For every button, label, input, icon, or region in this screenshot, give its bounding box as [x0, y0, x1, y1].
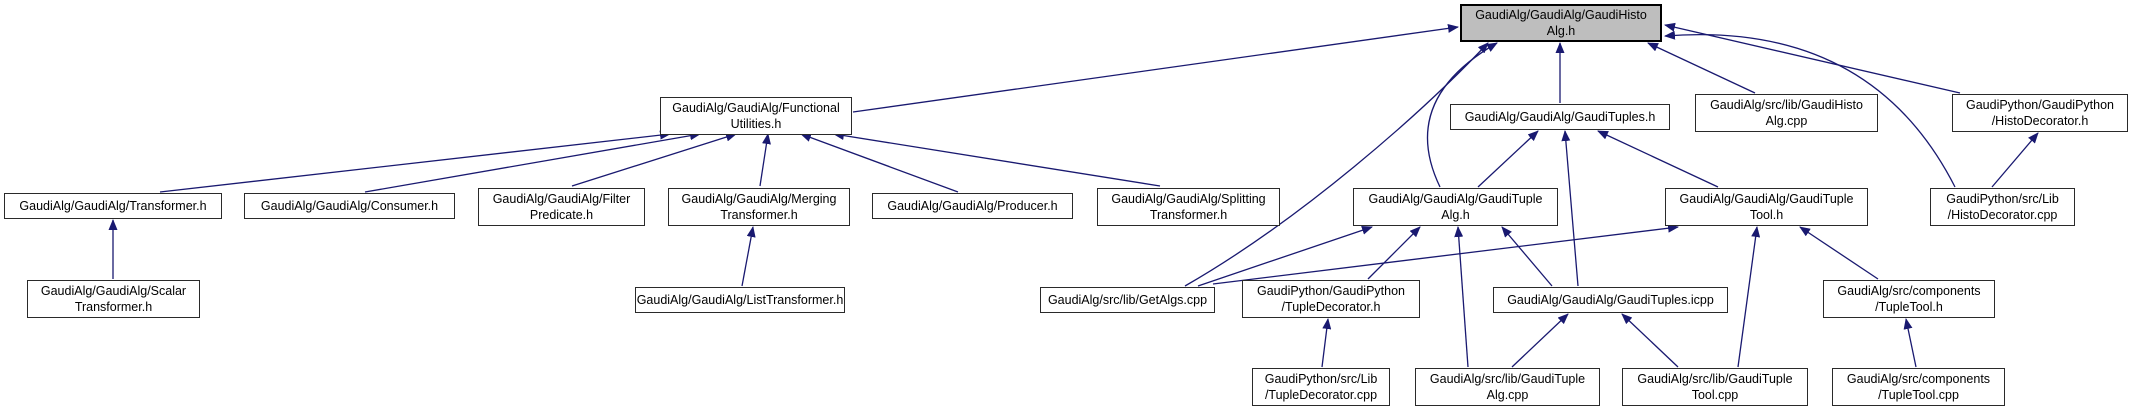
edge-gaudituplealg-h-to-gaudituples-h [1477, 130, 1539, 188]
node-gaudihistoalg-cpp[interactable]: GaudiAlg/src/lib/GaudiHisto Alg.cpp [1695, 94, 1878, 132]
edge-histodecorator-cpp-to-histodecorator-h [1991, 132, 2039, 188]
edge-splittingtransformer-h-to-functionalutilities-h [833, 131, 1161, 187]
edge-tupledecorator-h-to-gaudituplealg-h [1367, 226, 1421, 280]
edge-consumer-h-to-functionalutilities-h [364, 131, 701, 193]
edge-histodecorator-cpp-to-gaudihistoalg-h [1664, 30, 1956, 188]
edge-functionalutilities-h-to-gaudihistoalg-h [852, 23, 1459, 113]
node-tupletool-cpp[interactable]: GaudiAlg/src/components /TupleTool.cpp [1832, 368, 2005, 406]
node-histodecorator-h[interactable]: GaudiPython/GaudiPython /HistoDecorator.… [1952, 94, 2128, 132]
node-gaudihistoalg-h: GaudiAlg/GaudiAlg/GaudiHisto Alg.h [1460, 4, 1662, 42]
node-mergingtransformer-h[interactable]: GaudiAlg/GaudiAlg/Merging Transformer.h [668, 188, 850, 226]
node-gaudituples-icpp[interactable]: GaudiAlg/GaudiAlg/GaudiTuples.icpp [1493, 287, 1728, 313]
edge-transformer-h-to-functionalutilities-h [159, 130, 671, 193]
edge-gaudituple-tool-cpp-to-gaudituples-icpp [1621, 313, 1679, 368]
node-gaudituple-tool-cpp[interactable]: GaudiAlg/src/lib/GaudiTuple Tool.cpp [1622, 368, 1808, 406]
node-tupletool-h[interactable]: GaudiAlg/src/components /TupleTool.h [1823, 280, 1995, 318]
node-scalartransformer-h[interactable]: GaudiAlg/GaudiAlg/Scalar Transformer.h [27, 280, 200, 318]
edge-listtransformer-h-to-mergingtransformer-h [741, 226, 756, 287]
node-consumer-h[interactable]: GaudiAlg/GaudiAlg/Consumer.h [244, 193, 455, 219]
node-functionalutilities-h[interactable]: GaudiAlg/GaudiAlg/Functional Utilities.h [660, 97, 852, 135]
node-tupledecorator-cpp[interactable]: GaudiPython/src/Lib /TupleDecorator.cpp [1252, 368, 1390, 406]
edge-gaudituple-tool-h-to-gaudituples-h [1597, 130, 1719, 188]
node-gaudituplealg-h[interactable]: GaudiAlg/GaudiAlg/GaudiTuple Alg.h [1353, 188, 1558, 226]
node-gaudituplealg-cpp[interactable]: GaudiAlg/src/lib/GaudiTuple Alg.cpp [1415, 368, 1600, 406]
edge-getalgs-cpp-to-gaudihistoalg-h [1184, 42, 1489, 287]
edge-tupletool-h-to-gaudituple-tool-h [1799, 226, 1879, 280]
node-producer-h[interactable]: GaudiAlg/GaudiAlg/Producer.h [872, 193, 1073, 219]
node-transformer-h[interactable]: GaudiAlg/GaudiAlg/Transformer.h [4, 193, 222, 219]
node-gaudituples-h[interactable]: GaudiAlg/GaudiAlg/GaudiTuples.h [1450, 104, 1670, 130]
node-histodecorator-cpp[interactable]: GaudiPython/src/Lib /HistoDecorator.cpp [1930, 188, 2075, 226]
node-splittingtransformer-h[interactable]: GaudiAlg/GaudiAlg/Splitting Transformer.… [1097, 188, 1280, 226]
node-tupledecorator-h[interactable]: GaudiPython/GaudiPython /TupleDecorator.… [1242, 280, 1420, 318]
node-getalgs-cpp[interactable]: GaudiAlg/src/lib/GetAlgs.cpp [1040, 287, 1215, 313]
edge-mergingtransformer-h-to-functionalutilities-h [759, 133, 771, 187]
edge-gaudituplealg-cpp-to-gaudituples-icpp [1511, 313, 1569, 368]
edge-getalgs-cpp-to-gaudituplealg-h [1197, 225, 1373, 287]
edge-filterpredicate-h-to-functionalutilities-h [571, 132, 737, 187]
node-filterpredicate-h[interactable]: GaudiAlg/GaudiAlg/Filter Predicate.h [478, 188, 645, 226]
edge-gaudituples-icpp-to-gaudituplealg-h [1501, 226, 1553, 287]
edge-gaudituples-icpp-to-gaudituples-h [1561, 130, 1579, 287]
edge-producer-h-to-functionalutilities-h [800, 133, 959, 193]
node-listtransformer-h[interactable]: GaudiAlg/GaudiAlg/ListTransformer.h [635, 287, 845, 313]
edge-gaudituplealg-cpp-to-gaudituplealg-h [1454, 226, 1469, 368]
edge-gaudituple-tool-cpp-to-gaudituple-tool-h [1737, 226, 1761, 368]
edge-histodecorator-h-to-gaudihistoalg-h [1664, 22, 1961, 94]
edge-tupletool-cpp-to-tupletool-h [1903, 318, 1917, 368]
edge-getalgs-cpp-to-gaudituple-tool-h [1212, 223, 1679, 285]
node-gaudituple-tool-h[interactable]: GaudiAlg/GaudiAlg/GaudiTuple Tool.h [1665, 188, 1868, 226]
edge-gaudihistoalg-cpp-to-gaudihistoalg-h [1647, 42, 1756, 94]
edge-gaudituplealg-h-to-gaudihistoalg-h [1426, 42, 1498, 188]
edge-tupledecorator-cpp-to-tupledecorator-h [1321, 318, 1332, 368]
